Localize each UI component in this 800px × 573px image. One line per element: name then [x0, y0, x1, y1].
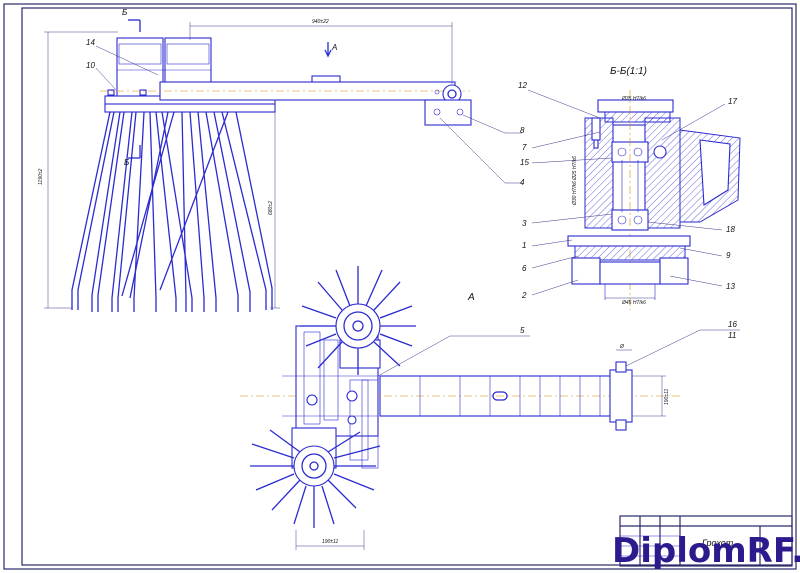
svg-text:9: 9: [726, 251, 731, 260]
section-title: Б-Б(1:1): [610, 66, 647, 77]
lower-wheel: [250, 427, 381, 528]
label-16: 16: [728, 320, 737, 329]
svg-text:Ø: Ø: [619, 344, 625, 350]
rake-tines: [71, 111, 273, 312]
label-11: 11: [728, 331, 736, 340]
watermark: DiplomRF.ru: [612, 531, 800, 571]
section-view: Б-Б(1:1) Ø45 H7/k6 Ø35 H7/k6 Ø25: [518, 66, 741, 310]
view-marker: А: [331, 43, 337, 52]
label-8: 8: [520, 126, 525, 135]
upper-wheel: [300, 266, 416, 375]
dim-overall-height: 1190±2: [38, 169, 44, 185]
front-view: 1190±2 680±2 940±22 Б Б А 14 10 8 4: [38, 8, 525, 312]
svg-text:190±11: 190±11: [322, 539, 338, 545]
svg-text:1: 1: [522, 241, 526, 250]
svg-text:Ø45 H7/k6: Ø45 H7/k6: [621, 300, 646, 306]
sheet-frame: [3, 3, 797, 570]
label-10: 10: [86, 61, 95, 70]
dim-inner-height: 680±2: [268, 201, 274, 215]
label-14: 14: [86, 38, 95, 47]
section-housing-right: [644, 117, 681, 229]
svg-text:Ø35 H7/k6: Ø35 H7/k6: [621, 96, 646, 102]
svg-text:12: 12: [518, 81, 527, 90]
svg-text:18: 18: [726, 225, 735, 234]
svg-text:6: 6: [522, 264, 527, 273]
plan-end-clamp: [609, 369, 633, 423]
plan-view-label: А: [467, 292, 475, 303]
svg-text:190±11: 190±11: [664, 389, 670, 405]
pivot-bracket: [424, 99, 472, 126]
svg-text:7: 7: [522, 143, 527, 152]
svg-text:3: 3: [522, 219, 527, 228]
section-marker-bottom: Б: [124, 158, 129, 167]
svg-text:Ø25 H7/k6: Ø25 H7/k6: [572, 156, 578, 181]
label-5: 5: [520, 326, 525, 335]
title-block: Грохот: [619, 515, 793, 567]
dim-top-length: 940±22: [312, 19, 329, 25]
section-marker-top: Б: [122, 8, 127, 17]
label-4: 4: [520, 178, 525, 187]
svg-text:Ø30 H7/k6: Ø30 H7/k6: [572, 181, 578, 206]
sheet-inner-frame: [21, 7, 793, 566]
upper-housing: [116, 37, 164, 99]
svg-text:13: 13: [726, 282, 735, 291]
svg-text:15: 15: [520, 158, 529, 167]
svg-text:17: 17: [728, 97, 737, 106]
title-block-title: Грохот: [702, 538, 734, 548]
section-flange: [567, 235, 691, 247]
section-cap: [597, 99, 674, 113]
plan-view: А 190±11 Ø: [240, 266, 740, 550]
svg-text:2: 2: [521, 291, 527, 300]
